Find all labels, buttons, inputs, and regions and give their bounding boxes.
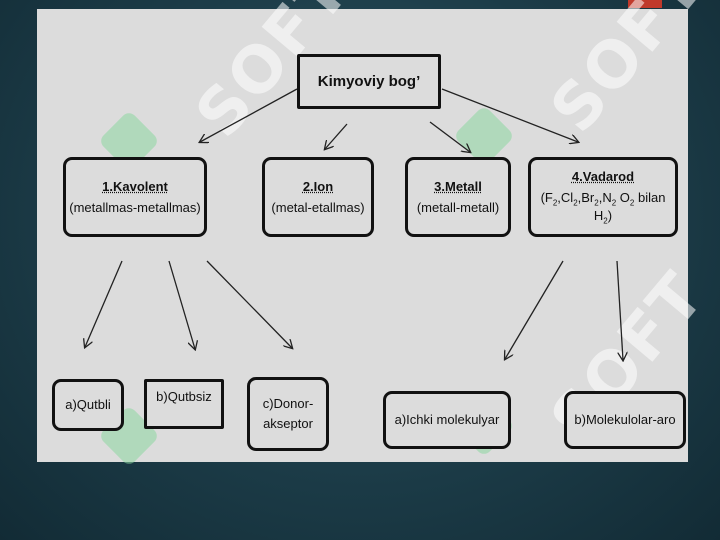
node-kavolent-title: 1.Kavolent bbox=[102, 179, 168, 194]
node-ion-subtitle: (metal-etallmas) bbox=[271, 200, 365, 215]
node-root: Kimyoviy bog’ bbox=[297, 54, 441, 109]
edge-vadarod-aro bbox=[616, 260, 623, 360]
edge-kavolent-qutbsiz bbox=[168, 260, 195, 349]
node-kavolent: 1.Kavolent (metallmas-metallmas) bbox=[63, 157, 207, 237]
node-vadarod-title: 4.Vadarod bbox=[571, 168, 635, 184]
node-molekulolar-aro: b)Molekulolar-aro bbox=[564, 391, 686, 449]
connector-arrows bbox=[37, 88, 688, 462]
node-vadarod-subtitle: (F2,Cl2,Br2,N2 O2 bilan H2) bbox=[540, 189, 666, 226]
red-corner-tab bbox=[628, 0, 662, 8]
edge-kavolent-donor bbox=[206, 260, 292, 348]
node-qutbsiz-label: b)Qutbsiz bbox=[156, 389, 212, 404]
node-molekulolar-aro-label: b)Molekulolar-aro bbox=[574, 412, 676, 427]
edge-root-ion bbox=[325, 123, 348, 149]
node-metall-subtitle: (metall-metall) bbox=[416, 200, 500, 215]
slide-canvas: SOFT SOFT SOFT Kimyoviy bog’ 1.Kavolent … bbox=[37, 0, 720, 468]
edge-root-vadarod bbox=[441, 88, 578, 142]
node-metall-title: 3.Metall bbox=[434, 179, 482, 194]
edge-kavolent-qutbli bbox=[85, 260, 123, 347]
node-kavolent-subtitle: (metallmas-metallmas) bbox=[69, 200, 201, 215]
node-metall: 3.Metall (metall-metall) bbox=[405, 157, 511, 237]
edge-root-kavolent bbox=[200, 88, 298, 142]
node-donor-akseptor-label: c)Donor-akseptor bbox=[262, 396, 314, 431]
node-donor-akseptor: c)Donor-akseptor bbox=[247, 377, 329, 451]
node-root-label: Kimyoviy bog’ bbox=[317, 73, 421, 90]
node-qutbsiz: b)Qutbsiz bbox=[144, 379, 224, 429]
node-ion: 2.Ion (metal-etallmas) bbox=[262, 157, 374, 237]
node-qutbli: a)Qutbli bbox=[52, 379, 124, 431]
edge-vadarod-ichki bbox=[505, 260, 564, 359]
node-vadarod: 4.Vadarod (F2,Cl2,Br2,N2 O2 bilan H2) bbox=[528, 157, 678, 237]
node-ichki-molekulyar: a)Ichki molekulyar bbox=[383, 391, 511, 449]
edge-root-metall bbox=[429, 121, 470, 152]
node-qutbli-label: a)Qutbli bbox=[65, 397, 111, 412]
node-ichki-molekulyar-label: a)Ichki molekulyar bbox=[394, 412, 500, 427]
node-ion-title: 2.Ion bbox=[302, 179, 334, 194]
